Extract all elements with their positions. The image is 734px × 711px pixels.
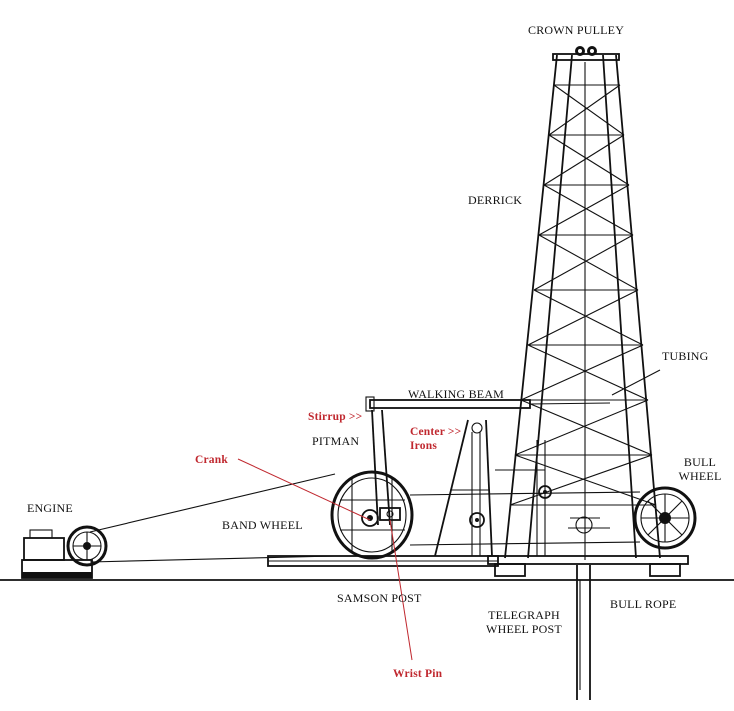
wrist-pin-annotation: Wrist Pin xyxy=(393,668,443,680)
telegraph-wheel-post-label: TELEGRAPH WHEEL POST xyxy=(486,608,562,636)
telegraph-wheel xyxy=(538,485,552,499)
bull-rope-label: BULL ROPE xyxy=(610,597,677,611)
well-casing xyxy=(576,565,591,700)
stirrup-annotation: Stirrup >> xyxy=(308,411,363,423)
samson-post-label: SAMSON POST xyxy=(337,591,422,605)
bull-rope-line xyxy=(409,491,641,546)
tubing-label: TUBING xyxy=(662,349,709,363)
crank-annotation: Crank xyxy=(195,454,228,466)
engine-label: ENGINE xyxy=(27,501,73,515)
band-wheel xyxy=(330,470,414,560)
pitman-label: PITMAN xyxy=(312,434,360,448)
pitman xyxy=(371,409,391,526)
derrick-label: DERRICK xyxy=(468,193,523,207)
crown-pulley-label: CROWN PULLEY xyxy=(528,23,625,37)
bull-wheel xyxy=(633,486,697,550)
engine xyxy=(21,525,108,579)
crown-pulley-wheels xyxy=(575,46,597,56)
walking-beam-label: WALKING BEAM xyxy=(408,387,505,401)
center-irons-annotation: Center >> Irons xyxy=(410,426,462,452)
drive-belt xyxy=(89,473,336,563)
derrick xyxy=(487,53,689,577)
annotation-pointers xyxy=(237,458,413,661)
sand-reel xyxy=(568,516,610,534)
band-wheel-label: BAND WHEEL xyxy=(222,518,303,532)
bull-wheel-label: BULL WHEEL xyxy=(678,455,722,483)
